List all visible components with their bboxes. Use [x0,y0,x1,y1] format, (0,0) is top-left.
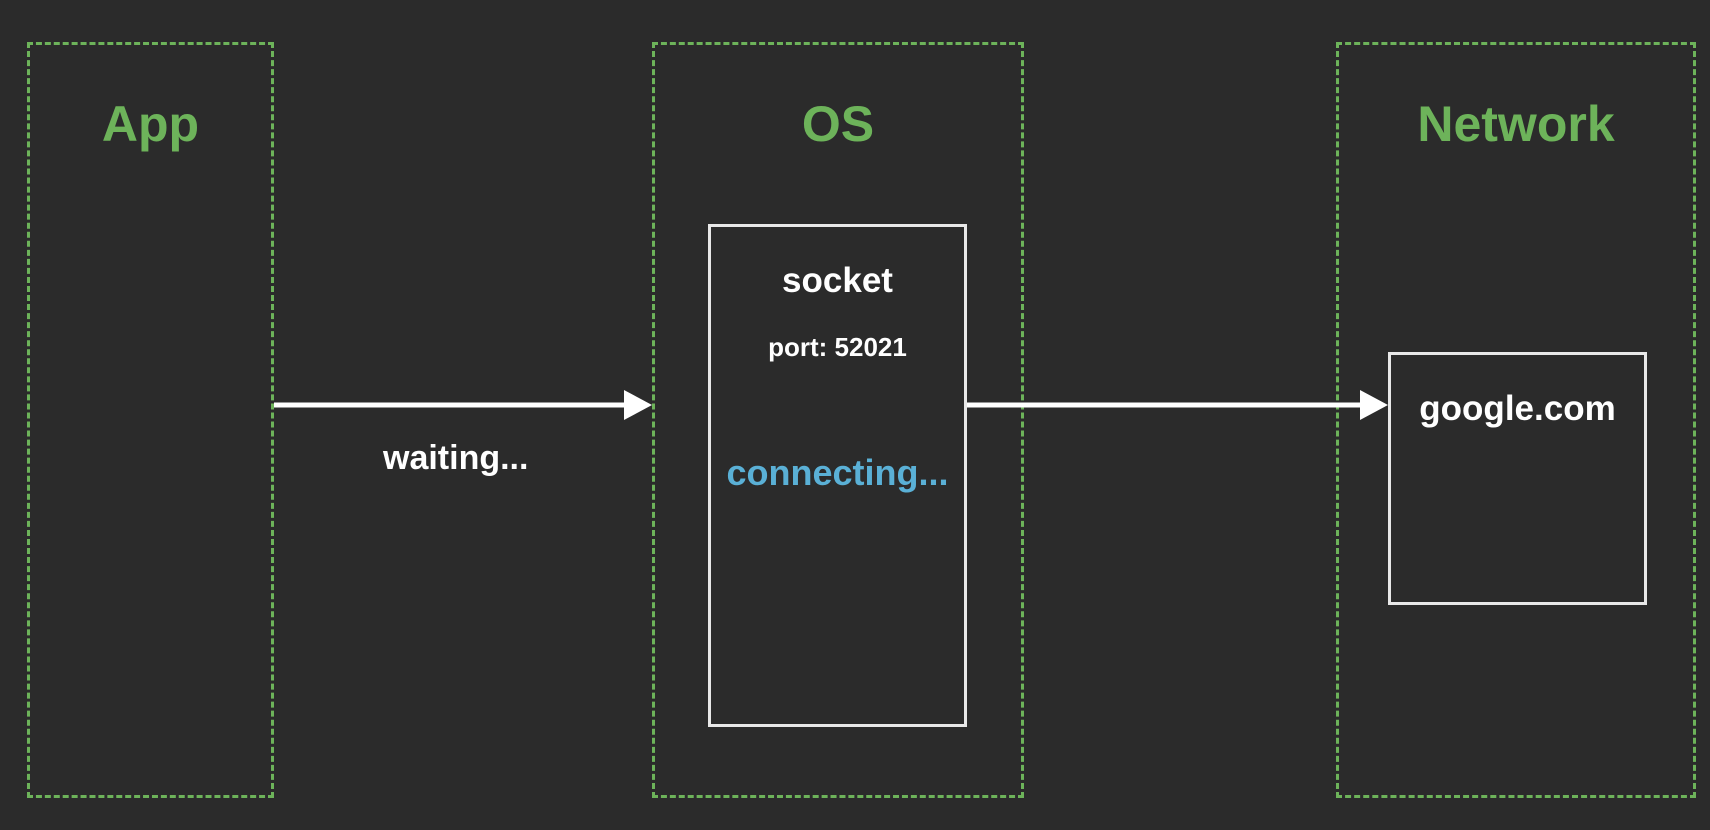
app-to-os-arrowhead [624,390,652,420]
socket-status: connecting... [726,452,949,493]
app-zone-title: App [101,96,200,152]
network-zone: Network [1336,42,1696,798]
remote-host-label: google.com [1419,389,1616,428]
os-to-network-arrow [967,390,1388,420]
socket-port: port: 52021 [768,332,907,362]
network-zone-title: Network [1417,96,1615,152]
socket-box: socket port: 52021 connecting... [708,224,967,727]
socket-title: socket [782,261,893,300]
app-to-os-arrow [274,390,652,420]
app-zone: App [27,42,274,798]
os-zone: OS [652,42,1024,798]
app-to-os-edge-label: waiting... [383,439,529,477]
os-to-network-arrowhead [1360,390,1388,420]
os-zone-title: OS [801,96,875,152]
remote-host-box: google.com [1388,352,1647,605]
